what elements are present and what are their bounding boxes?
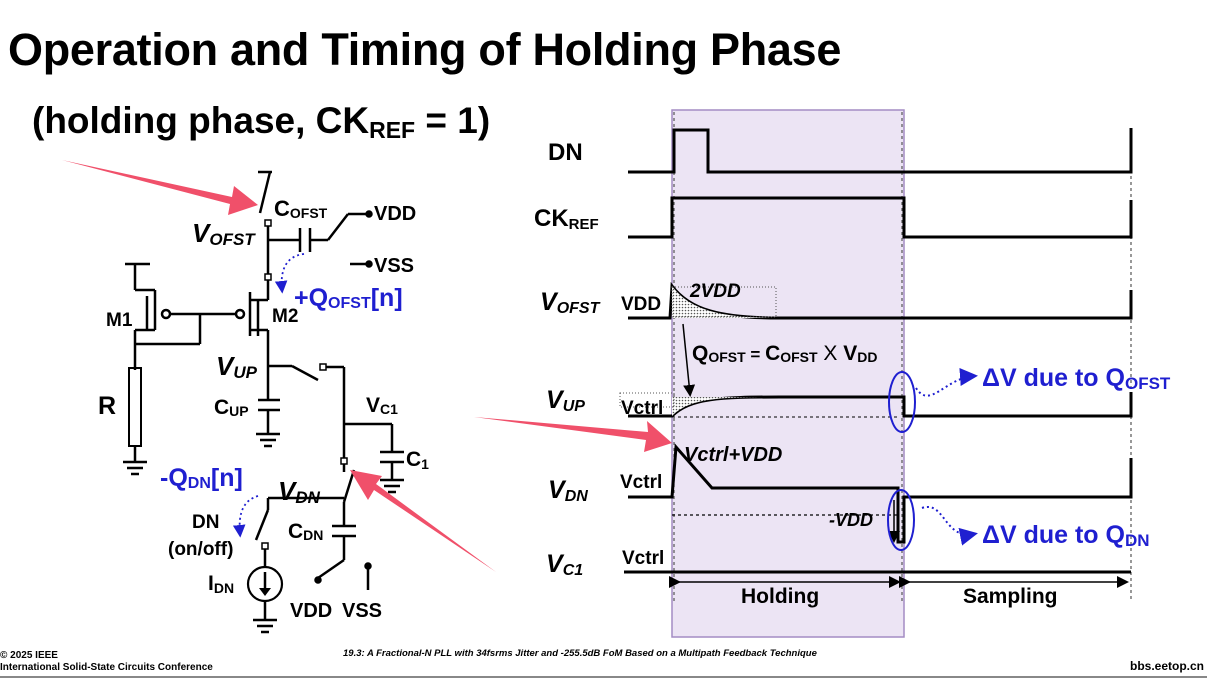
- v-dn-label: VDN: [278, 476, 321, 507]
- vdd-top-label: VDD: [374, 203, 416, 225]
- c1-label: C1: [406, 448, 429, 472]
- phase-label-sampling: Sampling: [963, 585, 1058, 608]
- vup-dotted-box: [619, 392, 675, 408]
- dn-switch-label: DN: [192, 512, 219, 533]
- footer-copyright: © 2025 IEEE: [0, 650, 58, 661]
- signal-label-ckref: CKREF: [534, 205, 599, 233]
- dv-dn-arrow: [921, 505, 978, 546]
- red-arrow-to-vdn: [474, 417, 672, 452]
- footer-paper-title: 19.3: A Fractional-N PLL with 34fsrms Ji…: [343, 648, 817, 659]
- vctrl-c1-label: Vctrl: [622, 548, 664, 569]
- vss-top-label: VSS: [374, 255, 414, 277]
- vctrl-up-label: Vctrl: [621, 398, 663, 419]
- circuit-schematic: [123, 170, 404, 634]
- vss-bottom-label: VSS: [342, 600, 382, 622]
- vctrl-dn-label: Vctrl: [620, 472, 662, 493]
- vdn-waveform: [628, 443, 1133, 544]
- vofst-dotted-box: [671, 286, 777, 318]
- dn-onoff-label: (on/off): [168, 539, 233, 560]
- q-ofst-label: +QOFST[n]: [294, 284, 403, 312]
- ckref-waveform: [628, 196, 1133, 239]
- footer-divider: [0, 676, 1207, 678]
- holding-phase-band: [671, 109, 905, 638]
- phase-label-holding: Holding: [741, 585, 819, 608]
- dv-ofst-label: ΔV due to QOFST: [982, 364, 1171, 393]
- charge-equation: QOFST = COFST X VDD: [692, 342, 878, 365]
- dv-dn-label: ΔV due to QDN: [982, 521, 1150, 550]
- vofst-shaded-area: [672, 286, 780, 318]
- vup-waveform: [628, 392, 1133, 418]
- signal-label-dn: DN: [548, 139, 583, 166]
- minus-vdd-label: -VDD: [829, 510, 873, 530]
- vup-shaded-area: [672, 397, 780, 416]
- red-arrow-to-cofst: [62, 160, 258, 215]
- charge-transfer-arrow: [682, 323, 696, 397]
- i-dn-label: IDN: [208, 572, 234, 596]
- page-title: Operation and Timing of Holding Phase: [8, 24, 842, 75]
- vdd-level-label: VDD: [621, 294, 661, 315]
- footer-watermark: bbs.eetop.cn: [1130, 659, 1205, 673]
- footer-conference: International Solid-State Circuits Confe…: [0, 662, 213, 673]
- two-vdd-label: 2VDD: [689, 281, 741, 302]
- dv-dn-ellipse: [887, 489, 915, 551]
- dv-ofst-arrow: [915, 368, 978, 397]
- signal-label-vc1: VC1: [546, 550, 583, 579]
- q-dn-label: -QDN[n]: [160, 464, 243, 492]
- red-arrow-to-dn-switch: [350, 470, 496, 572]
- c-dn-label: CDN: [288, 520, 323, 543]
- m1-label: M1: [106, 310, 133, 331]
- q-dn-charge-arrow: [232, 495, 259, 538]
- signal-label-vup: VUP: [546, 386, 585, 415]
- vctrl-plus-vdd-label: Vctrl+VDD: [684, 444, 782, 466]
- c-up-label: CUP: [214, 396, 249, 419]
- vdd-bottom-label: VDD: [290, 600, 332, 622]
- dv-ofst-ellipse: [888, 371, 916, 433]
- v-ofst-label: VOFST: [192, 218, 256, 249]
- r-label: R: [98, 392, 116, 420]
- v-up-label: VUP: [216, 351, 258, 382]
- page-subtitle: (holding phase, CKREF = 1): [32, 100, 491, 143]
- signal-label-vofst: VOFST: [540, 288, 601, 317]
- dn-waveform: [628, 128, 1133, 174]
- m2-label: M2: [272, 306, 298, 327]
- signal-label-vdn: VDN: [548, 476, 588, 505]
- v-c1-label: VC1: [366, 394, 398, 417]
- c-ofst-label: COFST: [274, 196, 328, 221]
